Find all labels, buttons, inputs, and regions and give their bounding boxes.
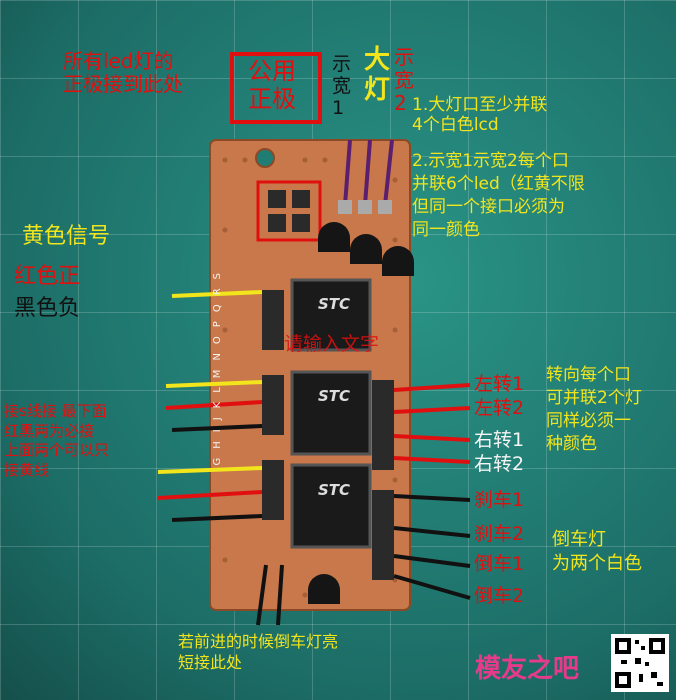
- reverse-2-label: 倒车2: [474, 585, 525, 607]
- left-turn-2-label: 左转2: [474, 397, 525, 419]
- left-signal-lines: [157, 290, 263, 522]
- qr-code-icon: [611, 634, 669, 692]
- mounting-hole: [255, 148, 275, 168]
- left-headers: [262, 290, 284, 520]
- servo-note: 接s线接 最下面 红黑两为必接 上面两个可以只 接黄线: [4, 402, 110, 479]
- common-positive-box: [256, 180, 322, 242]
- right-headers: [372, 380, 394, 580]
- dip-chips: [290, 278, 372, 549]
- right-output-lines: [393, 383, 471, 600]
- width-note: 2.示宽1示宽2每个口 并联6个led（红黄不限 但同一个接口必须为 同一颜色: [412, 151, 585, 240]
- board-letters: GHIJKLMNOPQRS: [212, 264, 223, 466]
- headlight-note: 1.大灯口至少并联 4个白色lcd: [412, 95, 548, 135]
- headlight-label: 大 灯: [364, 45, 391, 105]
- signal-yellow-label: 黄色信号: [22, 224, 111, 249]
- brake-2-label: 刹车2: [474, 523, 525, 545]
- watermark-logo: 模友之吧: [475, 654, 580, 684]
- turn-note: 转向每个口 可并联2个灯 同样必须一 种颜色: [546, 365, 642, 454]
- common-positive-label-box: 公用 正极: [230, 52, 322, 124]
- qr-code-graphic: [615, 638, 665, 688]
- width2-label: 示 宽 2: [394, 45, 414, 115]
- signal-black-label: 黑色负: [14, 296, 81, 321]
- brake-1-label: 刹车1: [474, 489, 525, 511]
- bottom-note: 若前进的时候倒车灯亮 短接此处: [178, 632, 339, 672]
- reverse-note: 倒车灯 为两个白色: [552, 529, 642, 575]
- left-turn-1-label: 左转1: [474, 373, 525, 395]
- width1-label: 示 宽 1: [332, 53, 352, 119]
- signal-red-label: 红色正: [14, 264, 81, 289]
- right-turn-2-label: 右转2: [474, 453, 525, 475]
- pin-header-2x2: [268, 190, 310, 232]
- chip-mark-1: STC: [318, 295, 351, 313]
- common-positive-label: 公用 正极: [248, 57, 296, 113]
- common-positive-note: 所有led灯的 正极接到此处: [63, 49, 183, 96]
- right-turn-1-label: 右转1: [474, 429, 525, 451]
- chip-mark-3: STC: [318, 481, 351, 499]
- chip-mark-2: STC: [318, 387, 351, 405]
- purple-wires: [343, 139, 394, 206]
- bottom-jumper-lines: [256, 564, 284, 626]
- reverse-1-label: 倒车1: [474, 553, 525, 575]
- transistors: [308, 222, 414, 604]
- input-text-hint: 请输入文字: [284, 333, 380, 355]
- top-pins: [338, 200, 392, 214]
